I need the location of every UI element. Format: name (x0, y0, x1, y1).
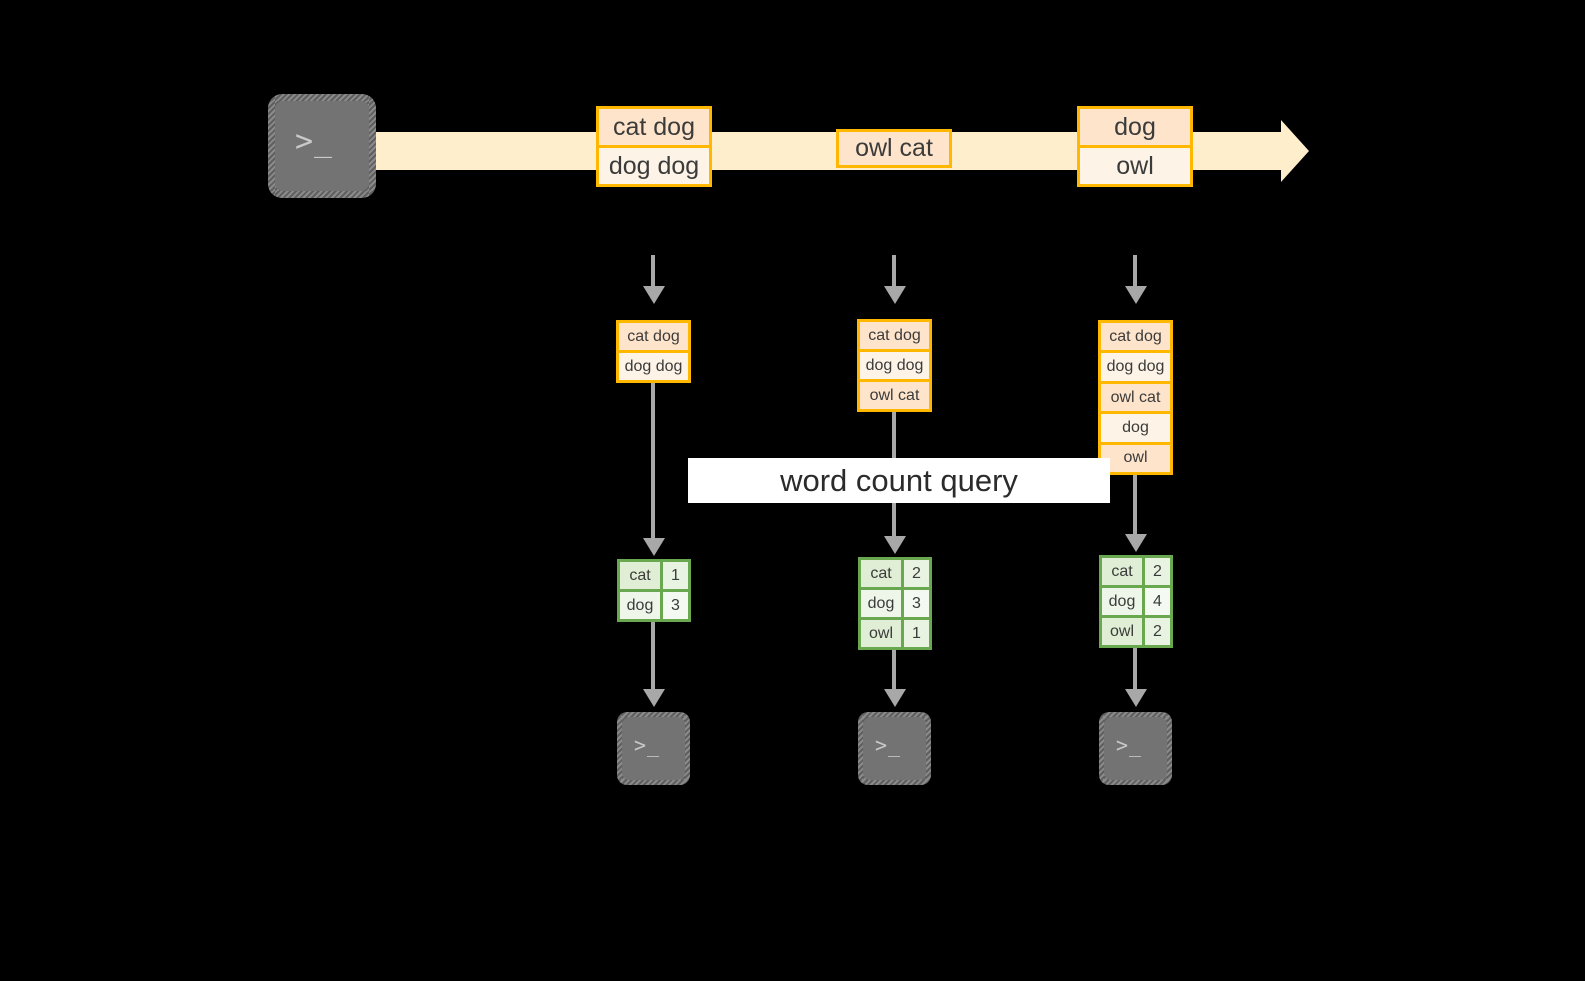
result-to-sink-connector-2 (892, 650, 896, 691)
result-word: dog (1102, 588, 1145, 615)
terminal-prompt-glyph: >_ (634, 733, 661, 757)
snapshot-line: cat dog (619, 323, 688, 350)
connector-arrowhead-icon (643, 689, 665, 707)
result-count: 1 (663, 562, 688, 589)
snapshot-to-result-connector-3 (1133, 475, 1137, 536)
snapshot-line: owl cat (1101, 380, 1170, 412)
stream-event-line: cat dog (599, 109, 709, 145)
terminal-prompt-glyph: >_ (875, 733, 902, 757)
result-word: cat (1102, 558, 1145, 585)
terminal-screen (622, 717, 685, 780)
terminal-screen (1104, 717, 1167, 780)
stream-event-group-1[interactable]: cat dog dog dog (596, 106, 712, 187)
connector-arrowhead-icon (1125, 534, 1147, 552)
source-terminal-icon[interactable]: >_ (268, 94, 376, 198)
sink-terminal-icon-2[interactable]: >_ (858, 712, 931, 785)
result-to-sink-connector-1 (651, 622, 655, 691)
snapshot-line: cat dog (860, 322, 929, 349)
snapshot-line: dog (1101, 411, 1170, 442)
result-count: 4 (1145, 588, 1170, 615)
connector-arrowhead-icon (1125, 286, 1147, 304)
snapshot-1[interactable]: cat dog dog dog (616, 320, 691, 383)
stream-event-line: dog (1080, 109, 1190, 145)
result-count: 2 (904, 560, 929, 587)
table-row: dog 4 (1102, 585, 1170, 615)
table-row: owl 1 (861, 617, 929, 647)
snapshot-line: cat dog (1101, 323, 1170, 351)
snapshot-to-result-connector-1 (651, 383, 655, 540)
result-count: 1 (904, 620, 929, 647)
result-to-sink-connector-3 (1133, 648, 1137, 691)
terminal-prompt-glyph: >_ (1116, 733, 1143, 757)
result-word: owl (1102, 618, 1145, 645)
connector-arrowhead-icon (643, 538, 665, 556)
result-word: dog (861, 590, 904, 617)
stream-event-group-3[interactable]: dog owl (1077, 106, 1193, 187)
snapshot-line: owl cat (860, 379, 929, 409)
result-word: cat (620, 562, 663, 589)
table-row: cat 2 (1102, 558, 1170, 585)
stream-arrowhead-icon (1281, 120, 1309, 182)
snapshot-line: dog dog (619, 350, 688, 380)
table-row: cat 2 (861, 560, 929, 587)
connector-arrowhead-icon (884, 286, 906, 304)
snapshot-2[interactable]: cat dog dog dog owl cat (857, 319, 932, 412)
terminal-screen (275, 101, 369, 191)
stream-to-snapshot-connector-3 (1133, 255, 1137, 288)
terminal-prompt-glyph: >_ (295, 124, 334, 159)
table-row: owl 2 (1102, 615, 1170, 645)
connector-arrowhead-icon (884, 689, 906, 707)
snapshot-line: dog dog (860, 349, 929, 379)
table-row: dog 3 (861, 587, 929, 617)
sink-terminal-icon-1[interactable]: >_ (617, 712, 690, 785)
connector-arrowhead-icon (884, 536, 906, 554)
result-word: owl (861, 620, 904, 647)
connector-arrowhead-icon (643, 286, 665, 304)
result-count: 3 (663, 592, 688, 619)
result-table-1[interactable]: cat 1 dog 3 (617, 559, 691, 622)
result-count: 3 (904, 590, 929, 617)
terminal-screen (863, 717, 926, 780)
snapshot-line: owl (1101, 441, 1170, 473)
query-label: word count query (688, 458, 1110, 503)
sink-terminal-icon-3[interactable]: >_ (1099, 712, 1172, 785)
stream-event-line: owl cat (839, 132, 949, 165)
snapshot-3[interactable]: cat dog dog dog owl cat dog owl (1098, 320, 1173, 475)
result-table-2[interactable]: cat 2 dog 3 owl 1 (858, 557, 932, 650)
result-count: 2 (1145, 558, 1170, 585)
result-table-3[interactable]: cat 2 dog 4 owl 2 (1099, 555, 1173, 648)
stream-to-snapshot-connector-2 (892, 255, 896, 288)
table-row: cat 1 (620, 562, 688, 589)
snapshot-line: dog dog (1101, 350, 1170, 381)
stream-event-group-2[interactable]: owl cat (836, 129, 952, 168)
stream-to-snapshot-connector-1 (651, 255, 655, 288)
table-row: dog 3 (620, 589, 688, 619)
stream-event-line: owl (1080, 145, 1190, 184)
result-word: cat (861, 560, 904, 587)
result-word: dog (620, 592, 663, 619)
result-count: 2 (1145, 618, 1170, 645)
stream-event-line: dog dog (599, 145, 709, 184)
connector-arrowhead-icon (1125, 689, 1147, 707)
